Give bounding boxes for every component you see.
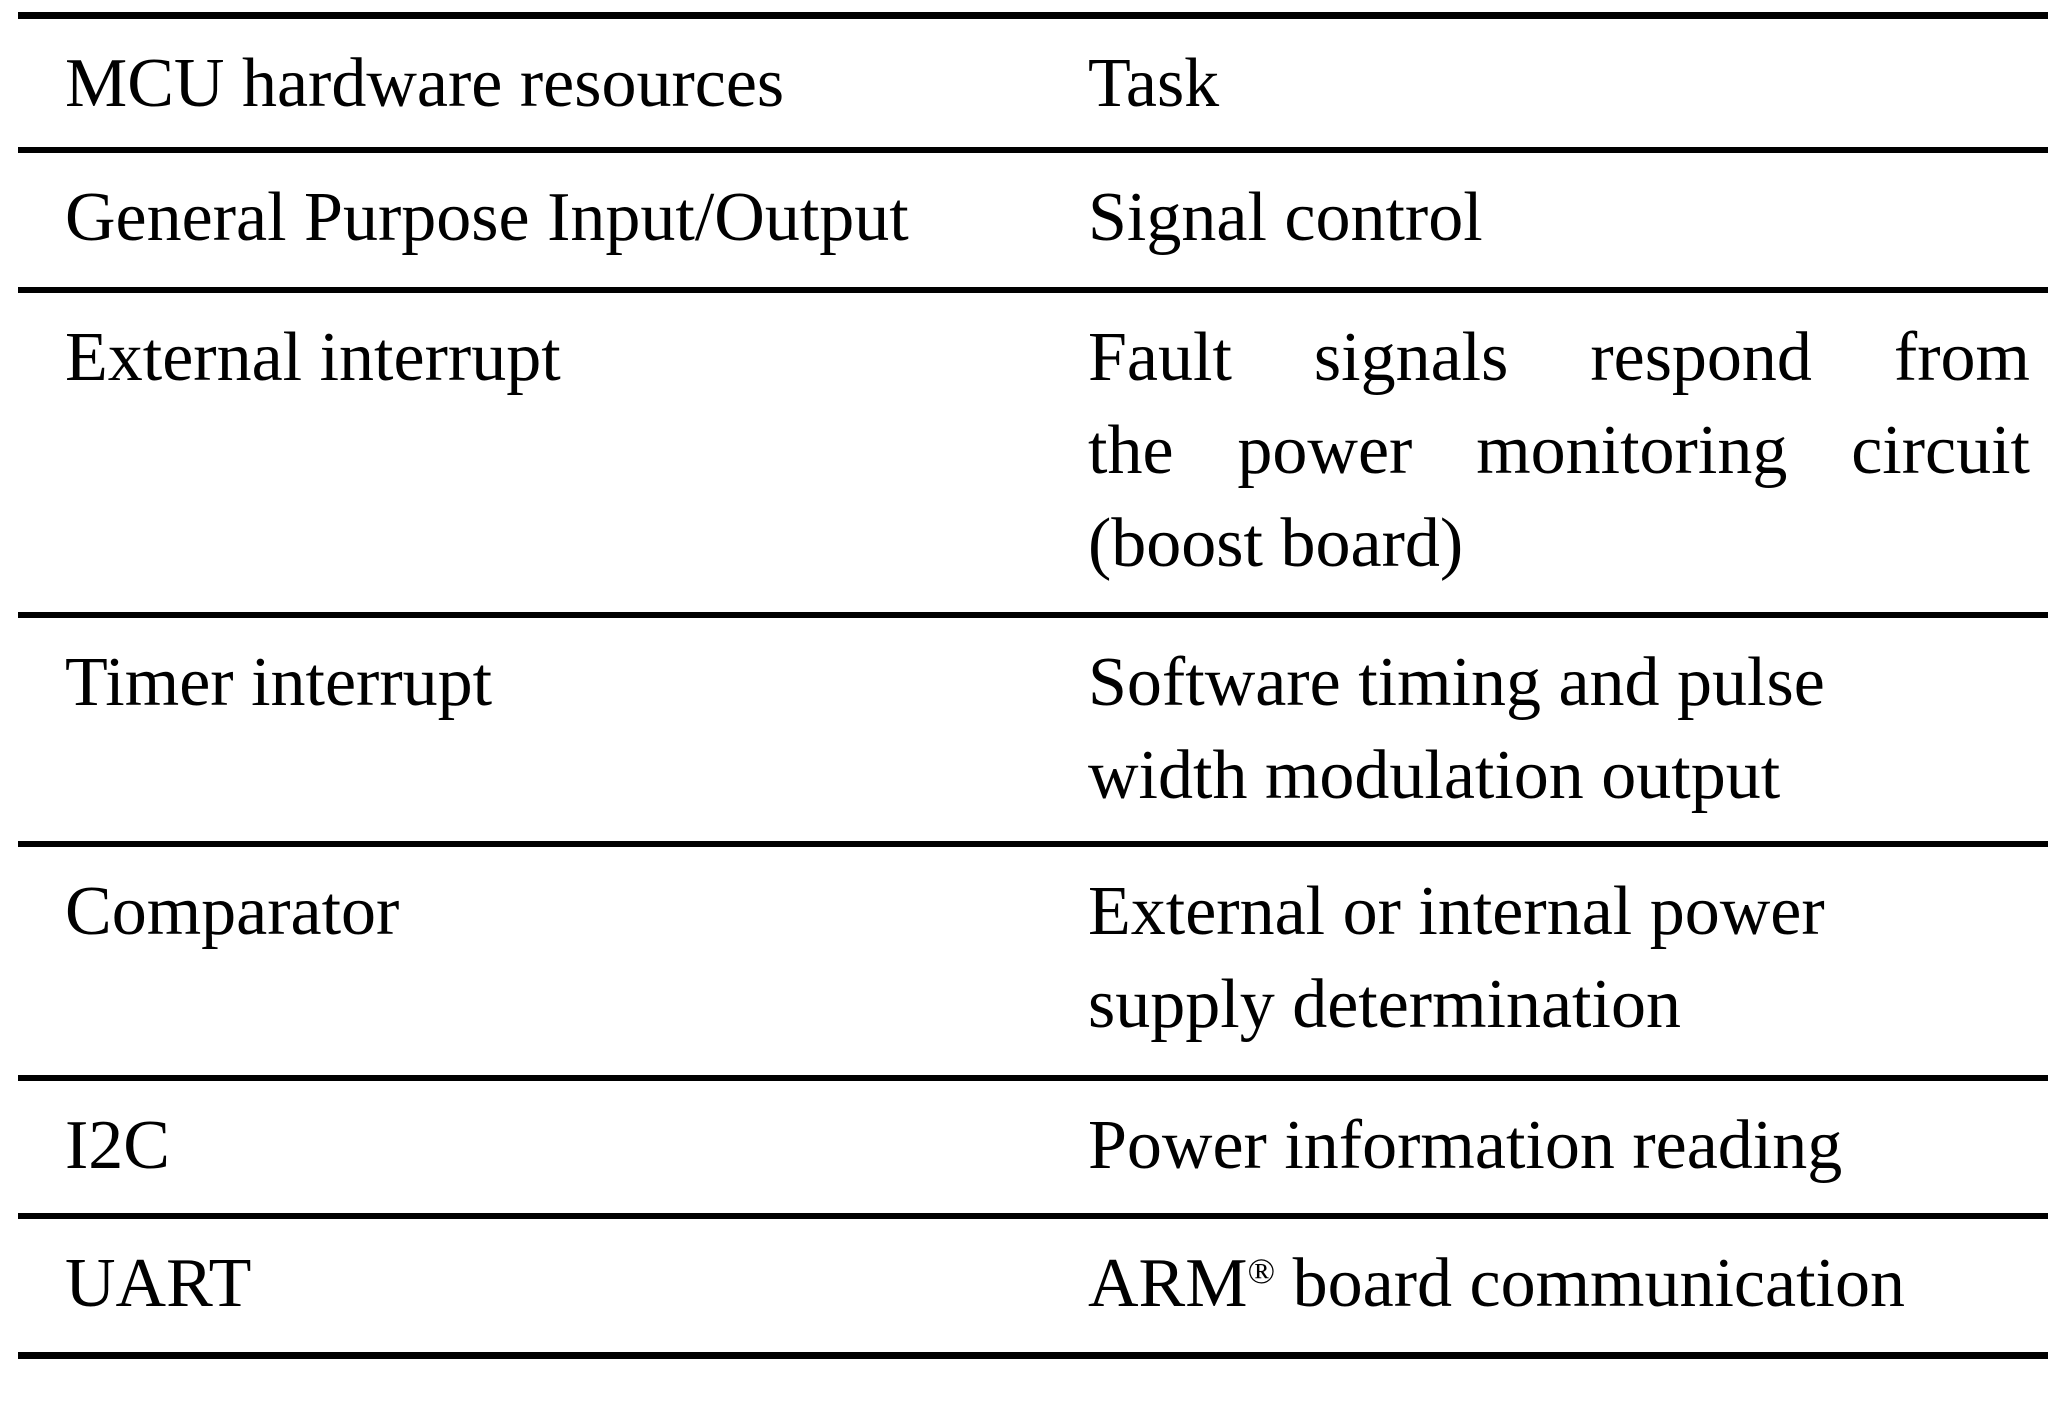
table-row-external-interrupt: External interrupt Fault signals respond… [18, 290, 2048, 615]
task-line: Software timing and pulse [1088, 643, 1825, 721]
task-line: the power monitoring circuit [1088, 411, 2030, 489]
task-line: (boost board) [1088, 504, 1464, 582]
task-text: board communication [1275, 1244, 1905, 1322]
table-row-timer-interrupt: Timer interrupt Software timing and puls… [18, 615, 2048, 844]
task-cell: Signal control [1088, 178, 1483, 256]
table-row-gpio: General Purpose Input/Output Signal cont… [18, 150, 2048, 290]
resource-cell: I2C [65, 1106, 170, 1184]
column-header-task: Task [1088, 45, 1220, 122]
resource-cell: External interrupt [65, 318, 561, 396]
task-cell: ARM® board communication [1087, 1216, 2048, 1356]
column-header-mcu-resources: MCU hardware resources [65, 45, 785, 122]
task-cell: External or internal power supply determ… [1087, 844, 2048, 1078]
table-row-comparator: Comparator External or internal power su… [18, 844, 2048, 1078]
task-line: width modulation output [1088, 736, 1781, 814]
table-row-uart: UART ARM® board communication [18, 1216, 2048, 1356]
task-cell: Software timing and pulse width modulati… [1087, 615, 2048, 844]
task-line: External or internal power [1088, 872, 1825, 950]
resource-cell: Comparator [65, 872, 400, 950]
task-line: supply determination [1088, 965, 1681, 1043]
task-cell: Fault signals respond from the power mon… [1087, 290, 2048, 615]
resource-cell: UART [65, 1244, 252, 1322]
mcu-resource-task-table: MCU hardware resources Task General Purp… [18, 12, 2048, 1359]
table-row-i2c: I2C Power information reading [18, 1078, 2048, 1216]
task-line: Fault signals respond from [1088, 318, 2030, 396]
header-row: MCU hardware resources Task [18, 16, 2048, 150]
arm-brand-text: ARM [1088, 1244, 1248, 1322]
task-cell: Power information reading [1088, 1106, 1843, 1184]
resource-cell: Timer interrupt [65, 643, 493, 721]
resource-cell: General Purpose Input/Output [65, 178, 909, 256]
registered-trademark-symbol: ® [1247, 1250, 1276, 1291]
